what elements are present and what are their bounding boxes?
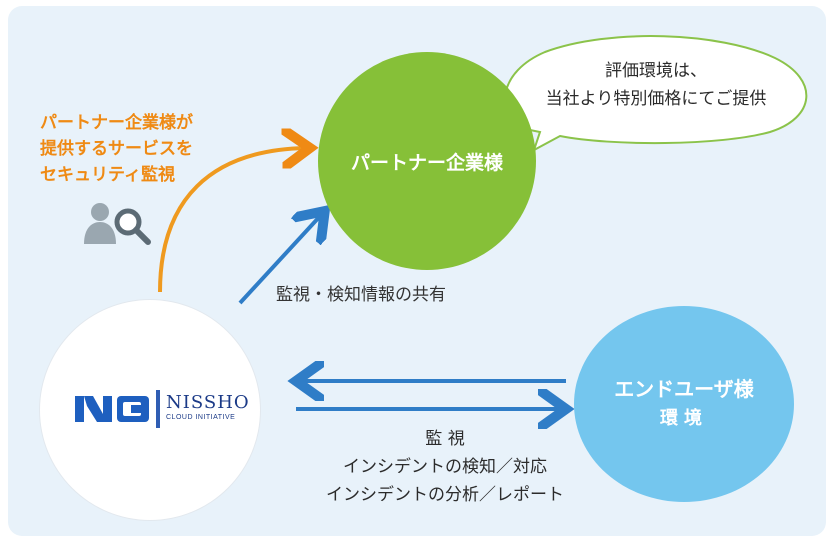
- partner-circle: パートナー企業様: [318, 52, 536, 270]
- bubble-line: 当社より特別価格にてご提供: [545, 89, 767, 109]
- nissho-subtitle: CLOUD INITIATIVE: [166, 414, 236, 421]
- share-label: 監視・検知情報の共有: [276, 285, 446, 305]
- speech-bubble: [504, 35, 808, 153]
- nissho-name: NISSHO: [166, 392, 250, 413]
- person-search-icon: [84, 203, 151, 245]
- enduser-sublabel: 環境: [660, 408, 708, 429]
- orange-arrow: [158, 148, 306, 293]
- orange-note: パートナー企業様が 提供するサービスを セキュリティ監視: [40, 110, 270, 188]
- orange-note-line: 提供するサービスを: [40, 139, 193, 159]
- monitoring-label: インシデントの分析／レポート: [326, 485, 564, 505]
- share-arrow: [238, 214, 322, 305]
- monitoring-label: インシデントの検知／対応: [343, 457, 547, 477]
- enduser-circle: エンドユーザ様 環境: [574, 306, 794, 502]
- bubble-line: 評価環境は、: [605, 61, 707, 81]
- monitoring-label: 監 視: [425, 429, 465, 449]
- orange-note-line: セキュリティ監視: [40, 165, 175, 185]
- logo-divider: [156, 390, 160, 428]
- speech-bubble-text: 評価環境は、 当社より特別価格にてご提供: [506, 57, 806, 113]
- enduser-label: エンドユーザ様: [614, 377, 754, 401]
- orange-note-line: パートナー企業様が: [40, 113, 193, 133]
- nissho-logo-icon: [75, 396, 149, 422]
- monitoring-labels: 監 視 インシデントの検知／対応 インシデントの分析／レポート: [300, 425, 590, 509]
- partner-label: パートナー企業様: [350, 151, 503, 174]
